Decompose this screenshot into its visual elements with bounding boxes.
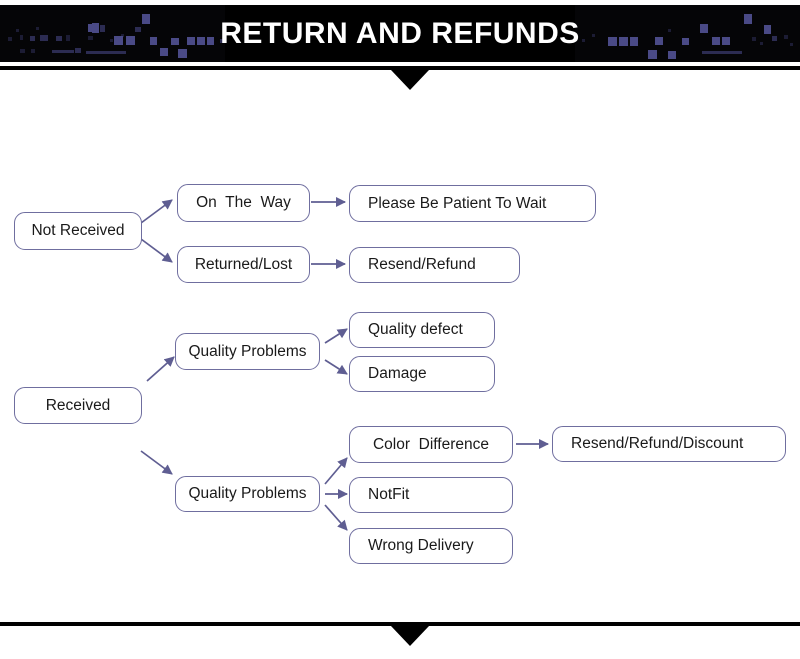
node-received[interactable]: Received [14,387,142,424]
arrow-notreceived-ontheway [140,199,173,224]
arrow-qp1-damage [324,359,348,375]
node-resend-refund-discount[interactable]: Resend/Refund/Discount [552,426,786,462]
arrow-received-qualityproblems1 [146,356,175,382]
arrow-qp2-wrongdelivery [324,504,348,531]
node-resend-refund[interactable]: Resend/Refund [349,247,520,283]
bottom-divider-rule [0,622,800,626]
top-divider-rule [0,66,800,70]
top-down-triangle-icon [391,70,429,90]
bottom-down-triangle-icon [391,626,429,646]
arrow-qp1-qualitydefect [324,328,348,344]
node-quality-problems-2[interactable]: Quality Problems [175,476,320,512]
node-not-received[interactable]: Not Received [14,212,142,250]
node-returned-lost[interactable]: Returned/Lost [177,246,310,283]
node-quality-defect[interactable]: Quality defect [349,312,495,348]
node-notfit[interactable]: NotFit [349,477,513,513]
node-color-difference[interactable]: Color Difference [349,426,513,463]
banner-title-backdrop [225,5,575,62]
arrow-received-qualityproblems2 [140,450,173,475]
page-title: RETURN AND REFUNDS [220,17,580,50]
arrow-qp2-colordifference [324,457,348,485]
node-quality-problems-1[interactable]: Quality Problems [175,333,320,370]
node-damage[interactable]: Damage [349,356,495,392]
arrow-notreceived-returnedlost [140,238,173,263]
node-on-the-way[interactable]: On The Way [177,184,310,222]
node-please-be-patient-to-wait[interactable]: Please Be Patient To Wait [349,185,596,222]
node-wrong-delivery[interactable]: Wrong Delivery [349,528,513,564]
page-banner: RETURN AND REFUNDS [0,5,800,62]
